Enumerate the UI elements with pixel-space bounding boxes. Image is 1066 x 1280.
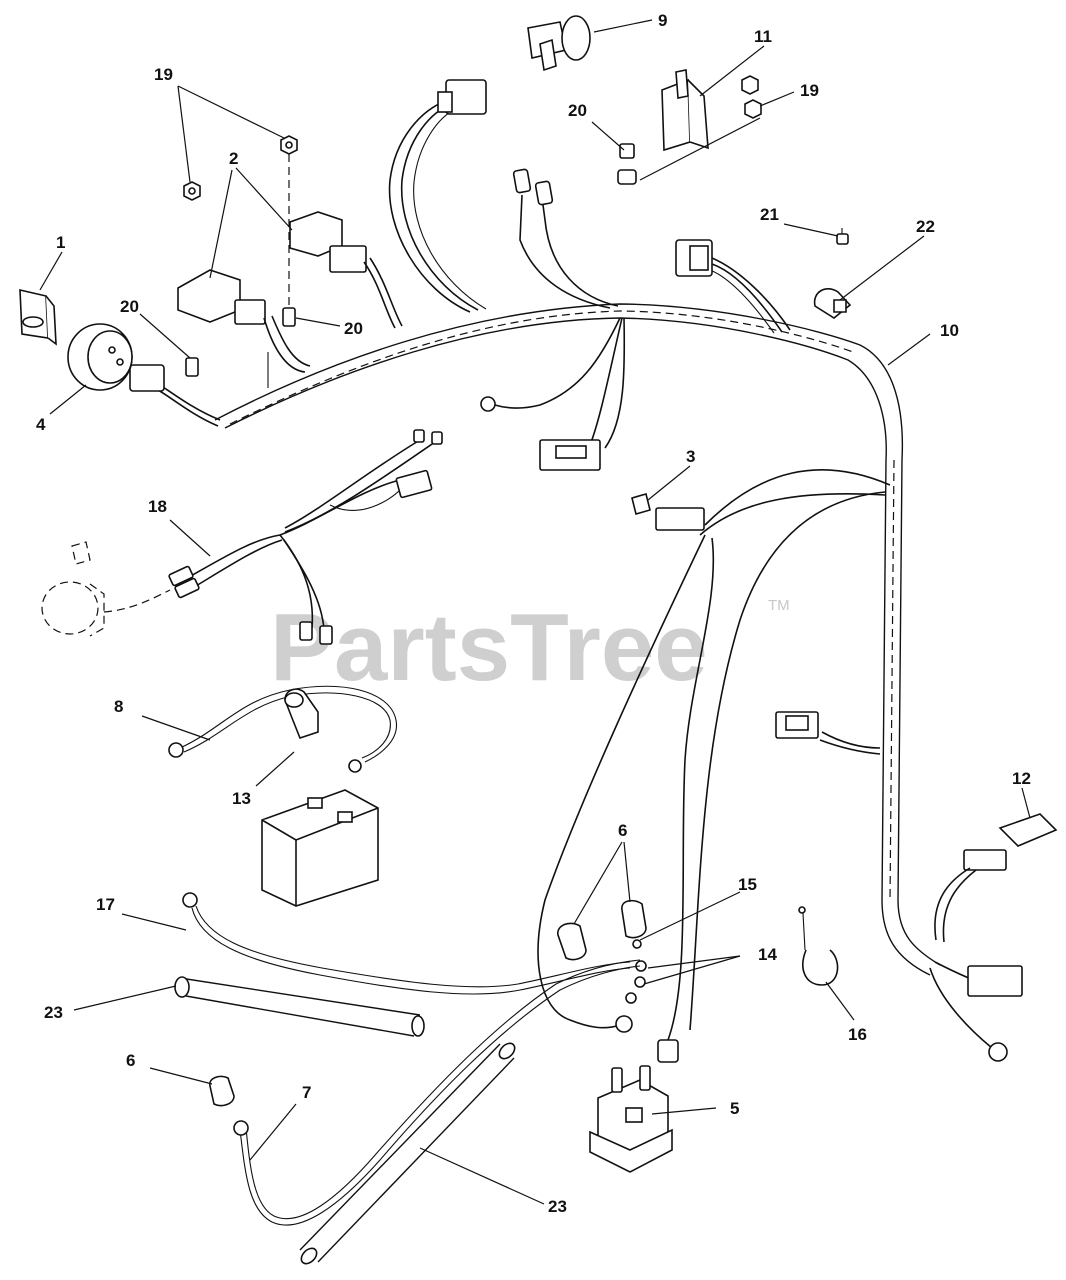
callout-19-left: 19	[154, 65, 173, 84]
part-17-cable	[182, 892, 631, 995]
part-13-boot	[284, 688, 319, 739]
callout-5: 5	[730, 1099, 739, 1118]
callout-17: 17	[96, 895, 115, 914]
leader-lines	[39, 19, 1031, 1205]
part-8-cable	[168, 685, 397, 773]
callout-16: 16	[848, 1025, 867, 1044]
callout-10: 10	[940, 321, 959, 340]
callout-23-upper: 23	[44, 1003, 63, 1022]
part-12-connector	[934, 813, 1058, 943]
left-branch-to-4	[129, 364, 221, 427]
upper-branch-wires	[388, 79, 487, 313]
part-3-connector	[631, 469, 891, 536]
callout-21: 21	[760, 205, 779, 224]
part-21-screw	[836, 228, 849, 245]
hardware-14-15	[625, 939, 647, 1004]
part-23-tube-upper	[174, 976, 425, 1037]
watermark-tm: TM	[768, 597, 790, 614]
part-23-tube-lower	[299, 1042, 516, 1265]
part-18-subharness	[168, 429, 443, 645]
spade-terminal-wires	[512, 168, 619, 309]
part-6-boots	[209, 899, 647, 1107]
battery	[261, 789, 379, 907]
callout-6-lower: 6	[126, 1051, 135, 1070]
part-4-module	[67, 323, 133, 391]
callout-9: 9	[658, 11, 667, 30]
callout-3: 3	[686, 447, 695, 466]
callout-6-upper: 6	[618, 821, 627, 840]
callout-19-right: 19	[800, 81, 819, 100]
callout-1: 1	[56, 233, 65, 252]
part-16-clip	[798, 906, 839, 986]
callout-12: 12	[1012, 769, 1031, 788]
lower-right-connector	[929, 961, 1023, 1062]
callout-20-upper: 20	[568, 101, 587, 120]
left-faint-component	[41, 541, 171, 637]
callout-22: 22	[916, 217, 935, 236]
part-11-bracket	[617, 69, 762, 185]
watermark-text: PartsTree	[270, 594, 708, 701]
callout-13: 13	[232, 789, 251, 808]
callout-2: 2	[229, 149, 238, 168]
lower-middle-branch	[480, 317, 626, 471]
callout-numbers: 1 2 3 4 5 6 6 7 8 9 10 11 12 13 14 15 16…	[36, 11, 1031, 1216]
callout-14: 14	[758, 945, 777, 964]
callout-20-middle: 20	[344, 319, 363, 338]
callout-23-lower: 23	[548, 1197, 567, 1216]
main-harness	[214, 303, 941, 976]
part-5-solenoid	[589, 1065, 673, 1173]
left-hardware	[183, 135, 298, 377]
callout-20-left: 20	[120, 297, 139, 316]
part-7-cable	[233, 959, 641, 1226]
callout-8: 8	[114, 697, 123, 716]
callout-11: 11	[754, 27, 772, 46]
part-9-switch	[527, 15, 591, 72]
part-22-clip	[813, 288, 852, 319]
callout-7: 7	[302, 1083, 311, 1102]
upper-right-connector	[675, 239, 791, 334]
mid-right-connector	[775, 711, 881, 755]
callout-15: 15	[738, 875, 757, 894]
callout-18: 18	[148, 497, 167, 516]
watermark: PartsTree TM	[270, 594, 790, 701]
part-2-relays	[177, 211, 403, 388]
long-lower-wires	[537, 491, 886, 1063]
callout-4: 4	[36, 415, 46, 434]
part-1-switch	[19, 288, 57, 346]
